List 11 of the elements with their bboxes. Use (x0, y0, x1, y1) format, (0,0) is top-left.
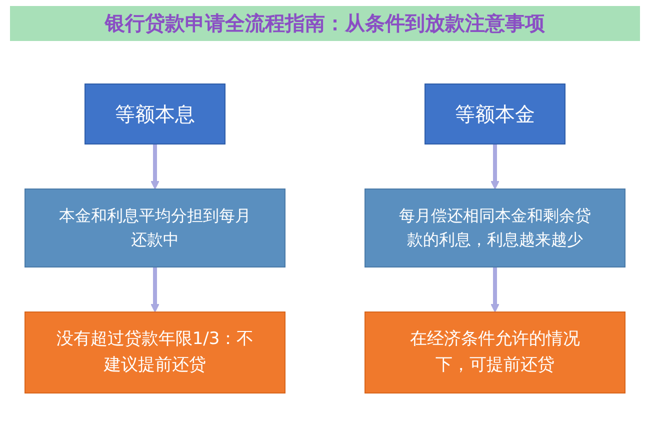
arrow (490, 144, 500, 189)
arrow (150, 266, 160, 312)
node-box: 每月偿还相同本金和剩余贷款的利息，利息越来越少 (364, 188, 626, 267)
arrow (490, 266, 500, 312)
node-box: 等额本金 (424, 83, 566, 144)
node-box: 本金和利息平均分担到每月还款中 (24, 188, 286, 267)
node-box: 在经济条件允许的情况下，可提前还贷 (364, 311, 626, 393)
node-box: 等额本息 (84, 83, 226, 144)
node-box: 没有超过贷款年限1/3：不建议提前还贷 (24, 311, 286, 393)
title: 银行贷款申请全流程指南：从条件到放款注意事项 (10, 6, 640, 41)
arrow (150, 144, 160, 189)
